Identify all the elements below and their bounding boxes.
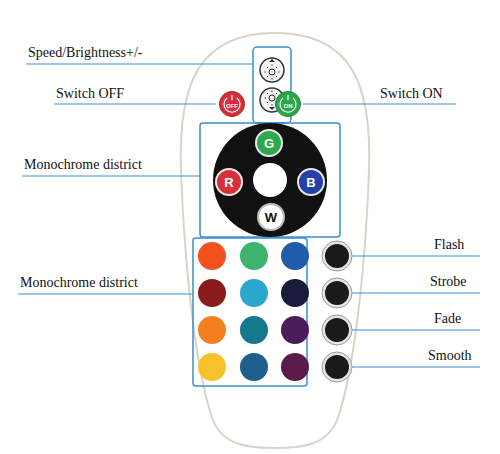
- callout-label: Smooth: [428, 348, 472, 364]
- leader-line: [352, 329, 480, 330]
- mode-button: [322, 278, 352, 308]
- callout-label: Flash: [434, 237, 464, 253]
- mode-buttons: [322, 241, 352, 382]
- callout-label: Strobe: [430, 274, 467, 290]
- button-label: R: [224, 176, 233, 189]
- red-button: R: [215, 168, 243, 196]
- callout-frame: [200, 123, 340, 237]
- button-label: W: [265, 211, 277, 224]
- callout-label: Switch OFF: [56, 86, 124, 102]
- center-button: [253, 163, 287, 197]
- callout-label: Monochrome district: [20, 275, 138, 291]
- callout-label: Switch ON: [380, 86, 443, 102]
- leader-line: [352, 255, 480, 256]
- mode-button-ring: [322, 352, 352, 382]
- mode-button: [322, 241, 352, 271]
- leader-line: [352, 366, 480, 367]
- color-button: [240, 279, 268, 307]
- leader-line: [18, 293, 193, 294]
- power-ring: [224, 98, 240, 112]
- brightness-up-button: [260, 58, 284, 82]
- color-button: [198, 242, 226, 270]
- power-ring: [280, 98, 296, 112]
- button-label: B: [306, 176, 315, 189]
- off-button: OFF: [219, 91, 245, 117]
- color-button: [198, 353, 226, 381]
- mode-button: [322, 352, 352, 382]
- mode-button-face: [325, 244, 349, 268]
- color-button: [281, 353, 309, 381]
- green-button: G: [255, 129, 283, 157]
- color-button: [240, 316, 268, 344]
- white-button: W: [257, 203, 285, 231]
- power-stem: [287, 95, 288, 100]
- button-label: G: [264, 137, 274, 150]
- leader-line: [22, 175, 200, 176]
- color-button: [198, 316, 226, 344]
- leader-line: [352, 292, 480, 293]
- color-button: [198, 279, 226, 307]
- leader-line: [26, 63, 253, 64]
- color-button-grid: [198, 242, 309, 381]
- mode-button: [322, 315, 352, 345]
- color-button: [281, 316, 309, 344]
- color-button: [240, 353, 268, 381]
- color-button: [240, 242, 268, 270]
- blue-button: B: [297, 168, 325, 196]
- mode-button-ring: [322, 315, 352, 345]
- callout-label: Fade: [434, 311, 461, 327]
- color-pad: [213, 123, 327, 237]
- mode-button-ring: [322, 278, 352, 308]
- leader-line: [303, 103, 456, 104]
- color-button: [281, 279, 309, 307]
- remote-body: [181, 33, 370, 448]
- mode-button-face: [325, 355, 349, 379]
- leader-line: [54, 103, 216, 104]
- button-label: OFF: [226, 103, 238, 109]
- button-label: ON: [284, 103, 293, 109]
- callout-label: Speed/Brightness+/-: [28, 45, 142, 61]
- color-button: [281, 242, 309, 270]
- leader-lines: [18, 64, 480, 367]
- mode-button-face: [325, 281, 349, 305]
- callout-label: Monochrome district: [24, 157, 142, 173]
- on-button: ON: [275, 91, 301, 117]
- mode-button-face: [325, 318, 349, 342]
- power-stem: [231, 95, 232, 100]
- mode-button-ring: [322, 241, 352, 271]
